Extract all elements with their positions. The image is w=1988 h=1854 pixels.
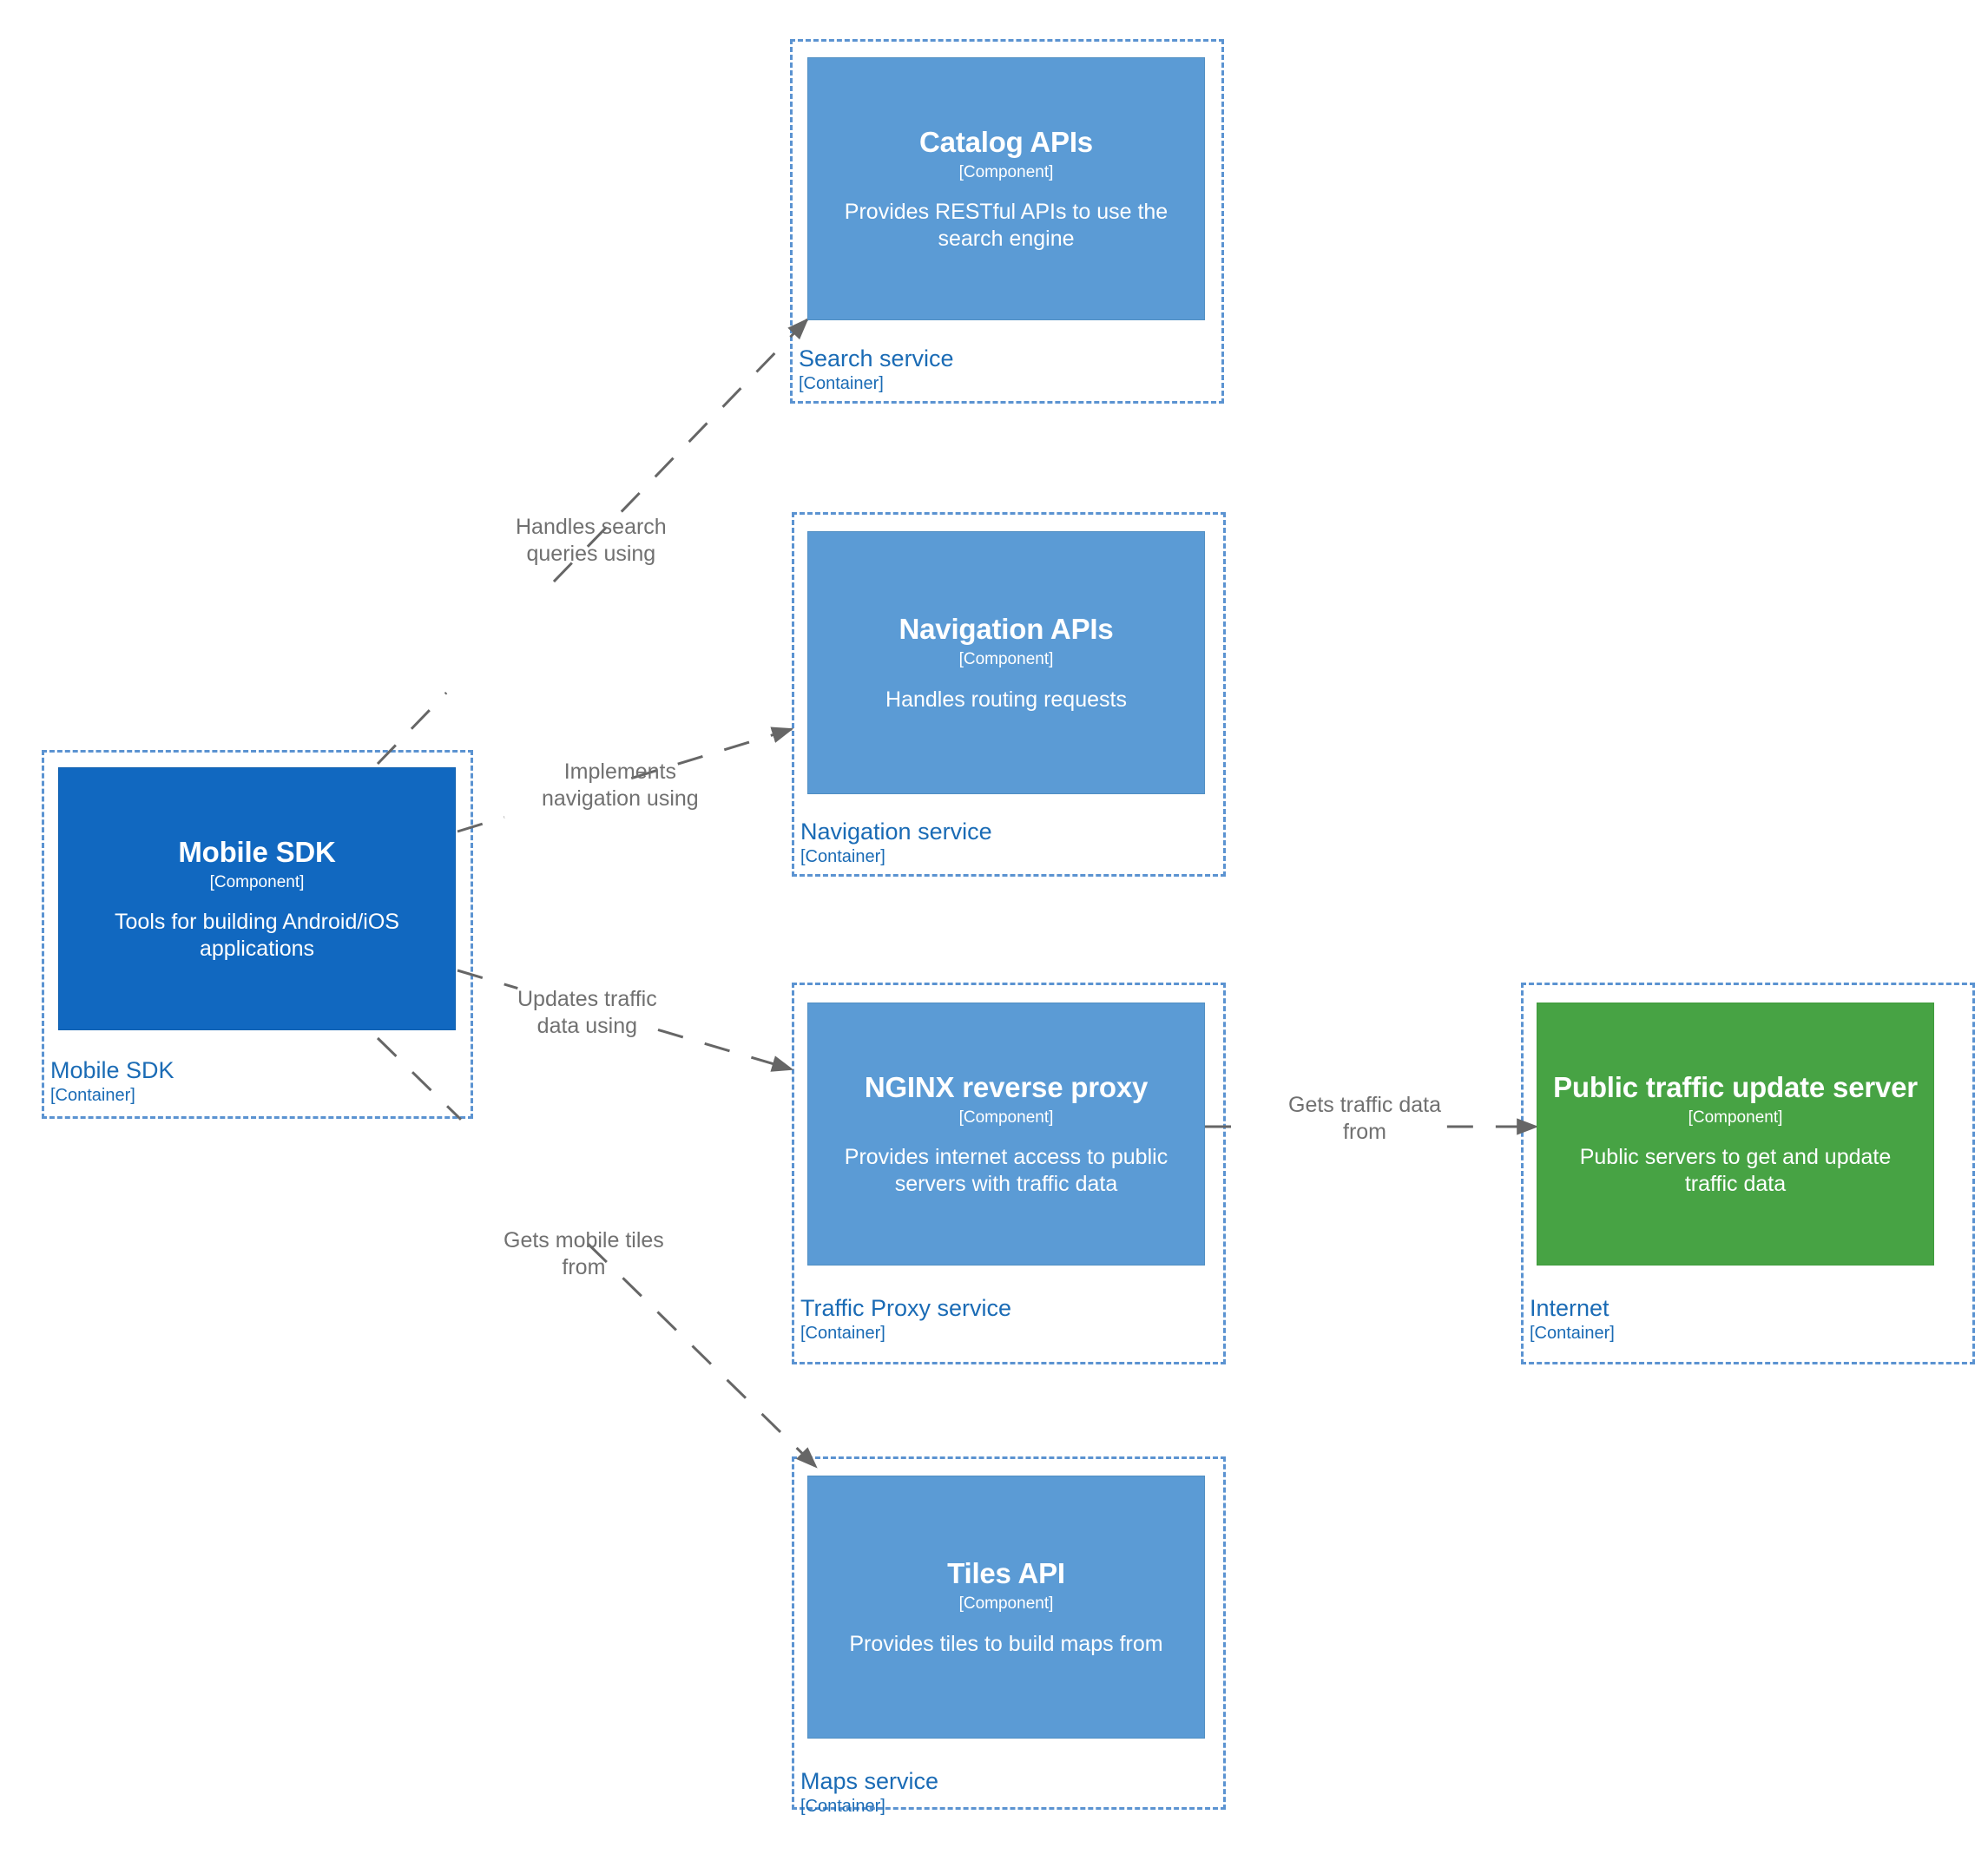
element-description: Provides internet access to public serve… xyxy=(844,1145,1168,1196)
element-name: Mobile SDK xyxy=(178,835,336,868)
element-nginx-reverse-proxy[interactable]: NGINX reverse proxy [Component] Provides i… xyxy=(807,1003,1205,1266)
boundary-mobile-sdk-container[interactable] xyxy=(42,750,473,1119)
boundary-traffic-proxy-service[interactable] xyxy=(792,983,1226,1364)
boundary-internet[interactable] xyxy=(1521,983,1975,1364)
element-type: [Component] xyxy=(958,1594,1054,1613)
boundary-navigation-service[interactable] xyxy=(792,512,1226,877)
element-description: Tools for building Android/iOS applicati… xyxy=(115,910,399,961)
relationship-line-rel-tiles-b xyxy=(587,1243,818,1469)
element-public-traffic-update-server[interactable]: Public traffic update server [Component] P… xyxy=(1537,1003,1934,1266)
relationship-line-rel-traffic-a xyxy=(457,969,518,989)
relationship-line-rel-navigation-b xyxy=(630,726,794,780)
element-name: Catalog APIs xyxy=(919,125,1093,158)
element-name: Public traffic update server xyxy=(1553,1070,1918,1103)
element-type: [Component] xyxy=(209,872,305,891)
boundary-maps-service[interactable] xyxy=(792,1456,1226,1810)
element-description: Provides RESTful APIs to use the search … xyxy=(844,200,1168,251)
relationship-line-rel-tiles-a xyxy=(376,1036,462,1121)
relationship-line-rel-search-a xyxy=(376,692,448,766)
element-type: [Component] xyxy=(1688,1108,1783,1127)
element-description: Handles routing requests xyxy=(885,687,1127,712)
element-description: Public servers to get and update traffic… xyxy=(1579,1145,1892,1196)
element-tiles-api[interactable]: Tiles API [Component] Provides tiles to bu… xyxy=(807,1476,1205,1739)
element-type: [Component] xyxy=(958,649,1054,668)
element-description: Provides tiles to build maps from xyxy=(849,1631,1163,1656)
element-name: Navigation APIs xyxy=(899,612,1114,645)
relationship-line-rel-navigation-a xyxy=(457,816,505,833)
element-mobile-sdk[interactable]: Mobile SDK [Component] Tools for building … xyxy=(58,767,456,1030)
element-navigation-apis[interactable]: Navigation APIs [Component] Handles routin… xyxy=(807,531,1205,794)
boundary-search-service[interactable] xyxy=(790,39,1224,404)
relationship-line-rel-traffic-b xyxy=(657,1028,794,1072)
element-name: Tiles API xyxy=(947,1556,1065,1589)
element-catalog-apis[interactable]: Catalog APIs [Component] Provides RESTful … xyxy=(807,57,1205,320)
relationship-line-rel-search-b xyxy=(552,318,809,583)
element-type: [Component] xyxy=(958,1108,1054,1127)
element-name: NGINX reverse proxy xyxy=(864,1070,1149,1103)
element-type: [Component] xyxy=(958,162,1054,181)
